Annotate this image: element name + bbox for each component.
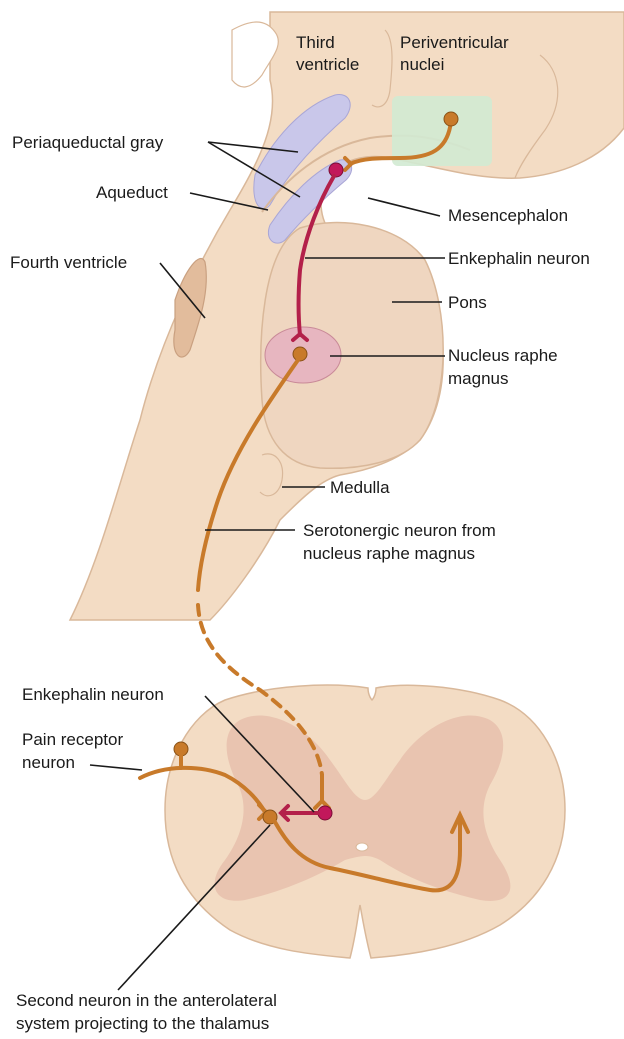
label-raphe-2: magnus: [448, 369, 508, 388]
label-periventricular-1: Periventricular: [400, 33, 509, 52]
spinal-enkephalin-body: [318, 806, 332, 820]
label-serotonergic-1: Serotonergic neuron from: [303, 521, 496, 540]
label-pain-receptor-2: neuron: [22, 753, 75, 772]
pag-enkephalin-body: [329, 163, 343, 177]
central-canal: [356, 843, 368, 851]
periventricular-nuclei: [392, 96, 492, 166]
label-raphe-1: Nucleus raphe: [448, 346, 558, 365]
label-third-ventricle-2: ventricle: [296, 55, 359, 74]
label-pons: Pons: [448, 293, 487, 312]
label-second-neuron-1: Second neuron in the anterolateral: [16, 991, 277, 1010]
label-serotonergic-2: nucleus raphe magnus: [303, 544, 475, 563]
label-enkephalin-neuron-lower: Enkephalin neuron: [22, 685, 164, 704]
label-periventricular-2: nuclei: [400, 55, 444, 74]
label-medulla: Medulla: [330, 478, 390, 497]
raphe-neuron-body: [293, 347, 307, 361]
label-second-neuron-2: system projecting to the thalamus: [16, 1014, 269, 1033]
periventricular-neuron-body: [444, 112, 458, 126]
label-mesencephalon: Mesencephalon: [448, 206, 568, 225]
label-third-ventricle-1: Third: [296, 33, 335, 52]
label-periaqueductal-gray: Periaqueductal gray: [12, 133, 164, 152]
label-aqueduct: Aqueduct: [96, 183, 168, 202]
label-enkephalin-neuron-upper: Enkephalin neuron: [448, 249, 590, 268]
label-fourth-ventricle: Fourth ventricle: [10, 253, 127, 272]
label-pain-receptor-1: Pain receptor: [22, 730, 123, 749]
